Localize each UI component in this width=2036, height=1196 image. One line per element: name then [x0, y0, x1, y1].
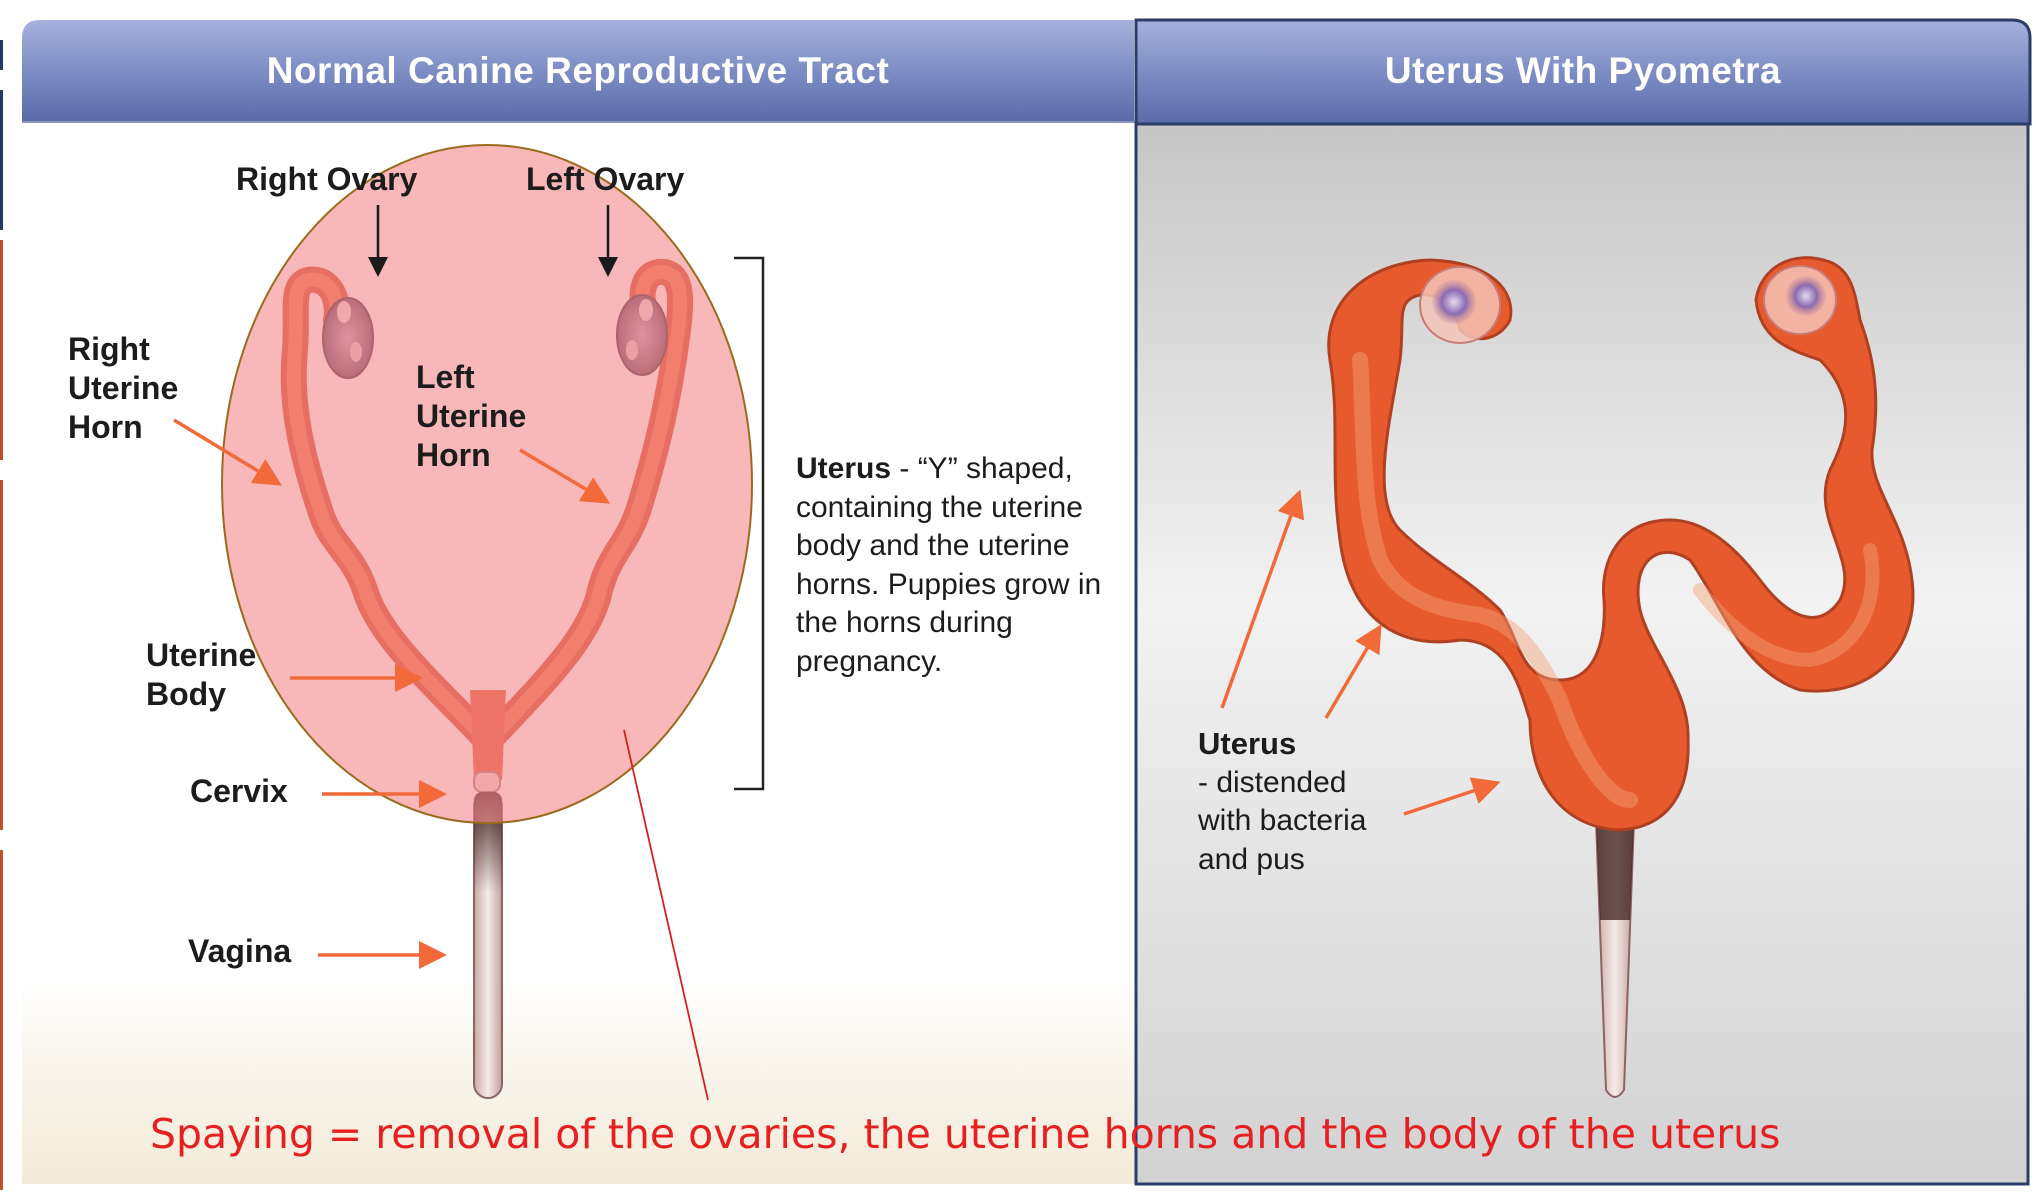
vagina-label: Vagina: [188, 932, 291, 971]
uterine-body-line-2: Body: [146, 675, 256, 714]
pyometra-uterus-term: Uterus: [1198, 725, 1418, 764]
pyometra-line-3: and pus: [1198, 841, 1418, 880]
right-uterine-horn-line-2: Uterine: [68, 369, 178, 408]
right-uterine-horn-line-3: Horn: [68, 408, 178, 447]
right-ovary-label: Right Ovary: [236, 160, 417, 199]
left-uterine-horn-line-1: Left: [416, 358, 526, 397]
uterine-body-label: Uterine Body: [146, 636, 256, 714]
pyometra-line-1: - distended: [1198, 764, 1418, 803]
right-uterine-horn-line-1: Right: [68, 330, 178, 369]
uterus-description: Uterus - “Y” shaped, containing the uter…: [796, 450, 1126, 681]
left-ovary-label: Left Ovary: [526, 160, 684, 199]
cervix-label: Cervix: [190, 772, 288, 811]
pyometra-line-2: with bacteria: [1198, 802, 1418, 841]
left-panel-title: Normal Canine Reproductive Tract: [22, 18, 1134, 123]
left-uterine-horn-label: Left Uterine Horn: [416, 358, 526, 475]
left-uterine-horn-line-3: Horn: [416, 436, 526, 475]
right-panel-title: Uterus With Pyometra: [1136, 18, 2030, 123]
left-uterine-horn-line-2: Uterine: [416, 397, 526, 436]
right-uterine-horn-label: Right Uterine Horn: [68, 330, 178, 447]
uterus-description-term: Uterus: [796, 452, 891, 485]
uterus-description-text: - “Y” shaped, containing the uterine bod…: [796, 452, 1101, 678]
uterine-body-line-1: Uterine: [146, 636, 256, 675]
spaying-caption: Spaying = removal of the ovaries, the ut…: [150, 1110, 1950, 1158]
pyometra-uterus-label: Uterus - distended with bacteria and pus: [1198, 725, 1418, 879]
spay-highlight-oval: [222, 145, 752, 823]
